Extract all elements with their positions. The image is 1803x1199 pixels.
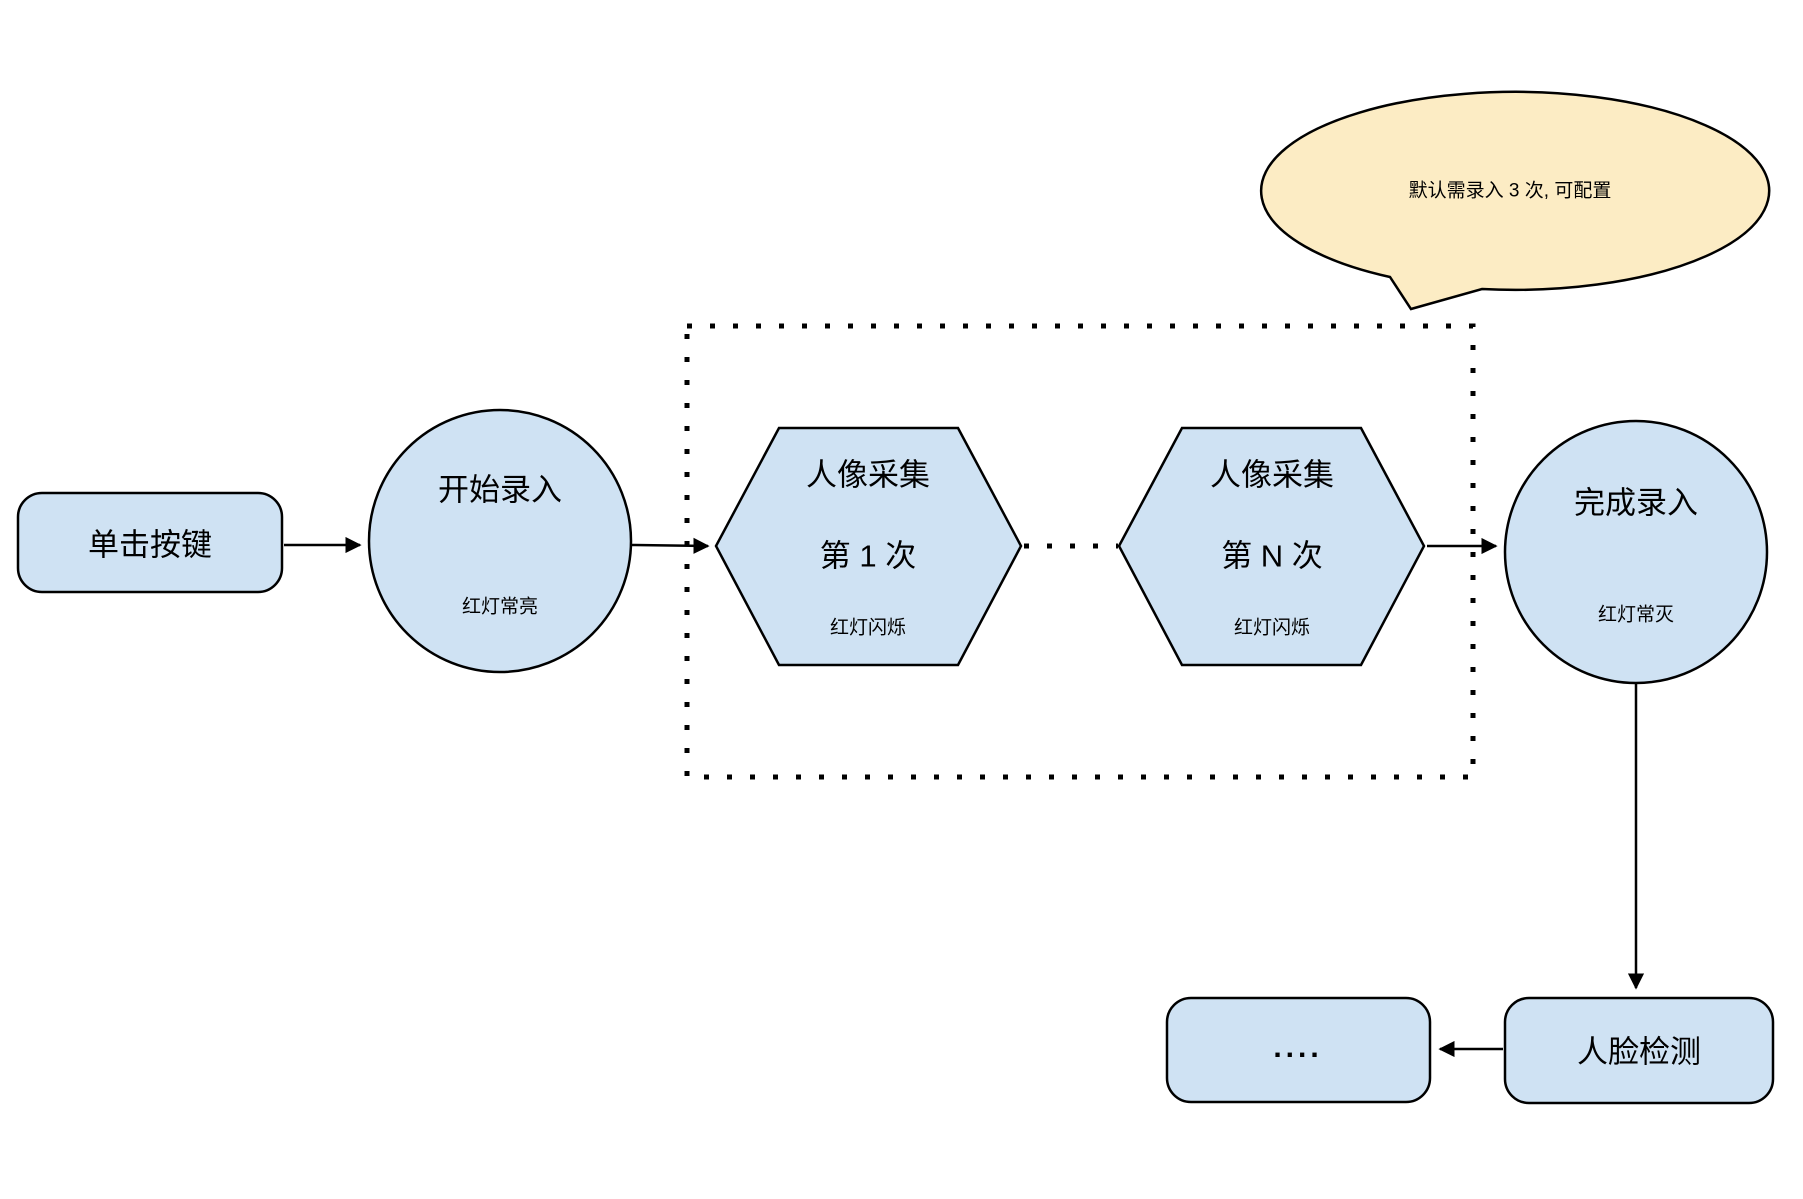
capture-nth-line2: 第 N 次 [1221, 539, 1323, 574]
face-detection-shape [1503, 996, 1775, 1105]
callout-bubble [1259, 90, 1771, 311]
start-recording-shape [367, 408, 633, 674]
capture-nth-shape [1117, 426, 1426, 667]
finish-recording-title: 完成录入 [1574, 486, 1698, 521]
capture-first-line1: 人像采集 [806, 458, 930, 493]
finish-recording-shape [1503, 419, 1769, 685]
node-click-button: 单击按键 [16, 491, 284, 594]
callout-bubble-text: 默认需录入 3 次, 可配置 [1409, 180, 1612, 202]
capture-first-line2: 第 1 次 [820, 539, 916, 574]
capture-nth-line1: 人像采集 [1210, 458, 1334, 493]
capture-nth-status: 红灯闪烁 [1234, 617, 1310, 639]
ellipsis-shape [1165, 996, 1432, 1104]
node-face-detection: 人脸检测 [1503, 996, 1775, 1105]
capture-first-shape [714, 426, 1023, 667]
capture-first-status: 红灯闪烁 [830, 617, 906, 639]
finish-recording-status: 红灯常灭 [1598, 604, 1674, 626]
node-finish-recording: 完成录入 红灯常灭 [1503, 419, 1769, 685]
start-recording-status: 红灯常亮 [462, 596, 538, 618]
click-button-label: 单击按键 [88, 528, 212, 563]
arrow-start-to-capture1 [631, 537, 710, 554]
capture-loop-group-box [684, 323, 1476, 780]
node-start-recording: 开始录入 红灯常亮 [367, 408, 633, 674]
node-capture-first: 人像采集 第 1 次 红灯闪烁 [714, 426, 1023, 667]
click-button-shape [16, 491, 284, 594]
face-detection-label: 人脸检测 [1577, 1035, 1701, 1070]
node-capture-nth: 人像采集 第 N 次 红灯闪烁 [1117, 426, 1426, 667]
start-recording-title: 开始录入 [438, 473, 562, 508]
ellipsis-label: .... [1273, 1031, 1322, 1064]
node-ellipsis: .... [1165, 996, 1432, 1104]
